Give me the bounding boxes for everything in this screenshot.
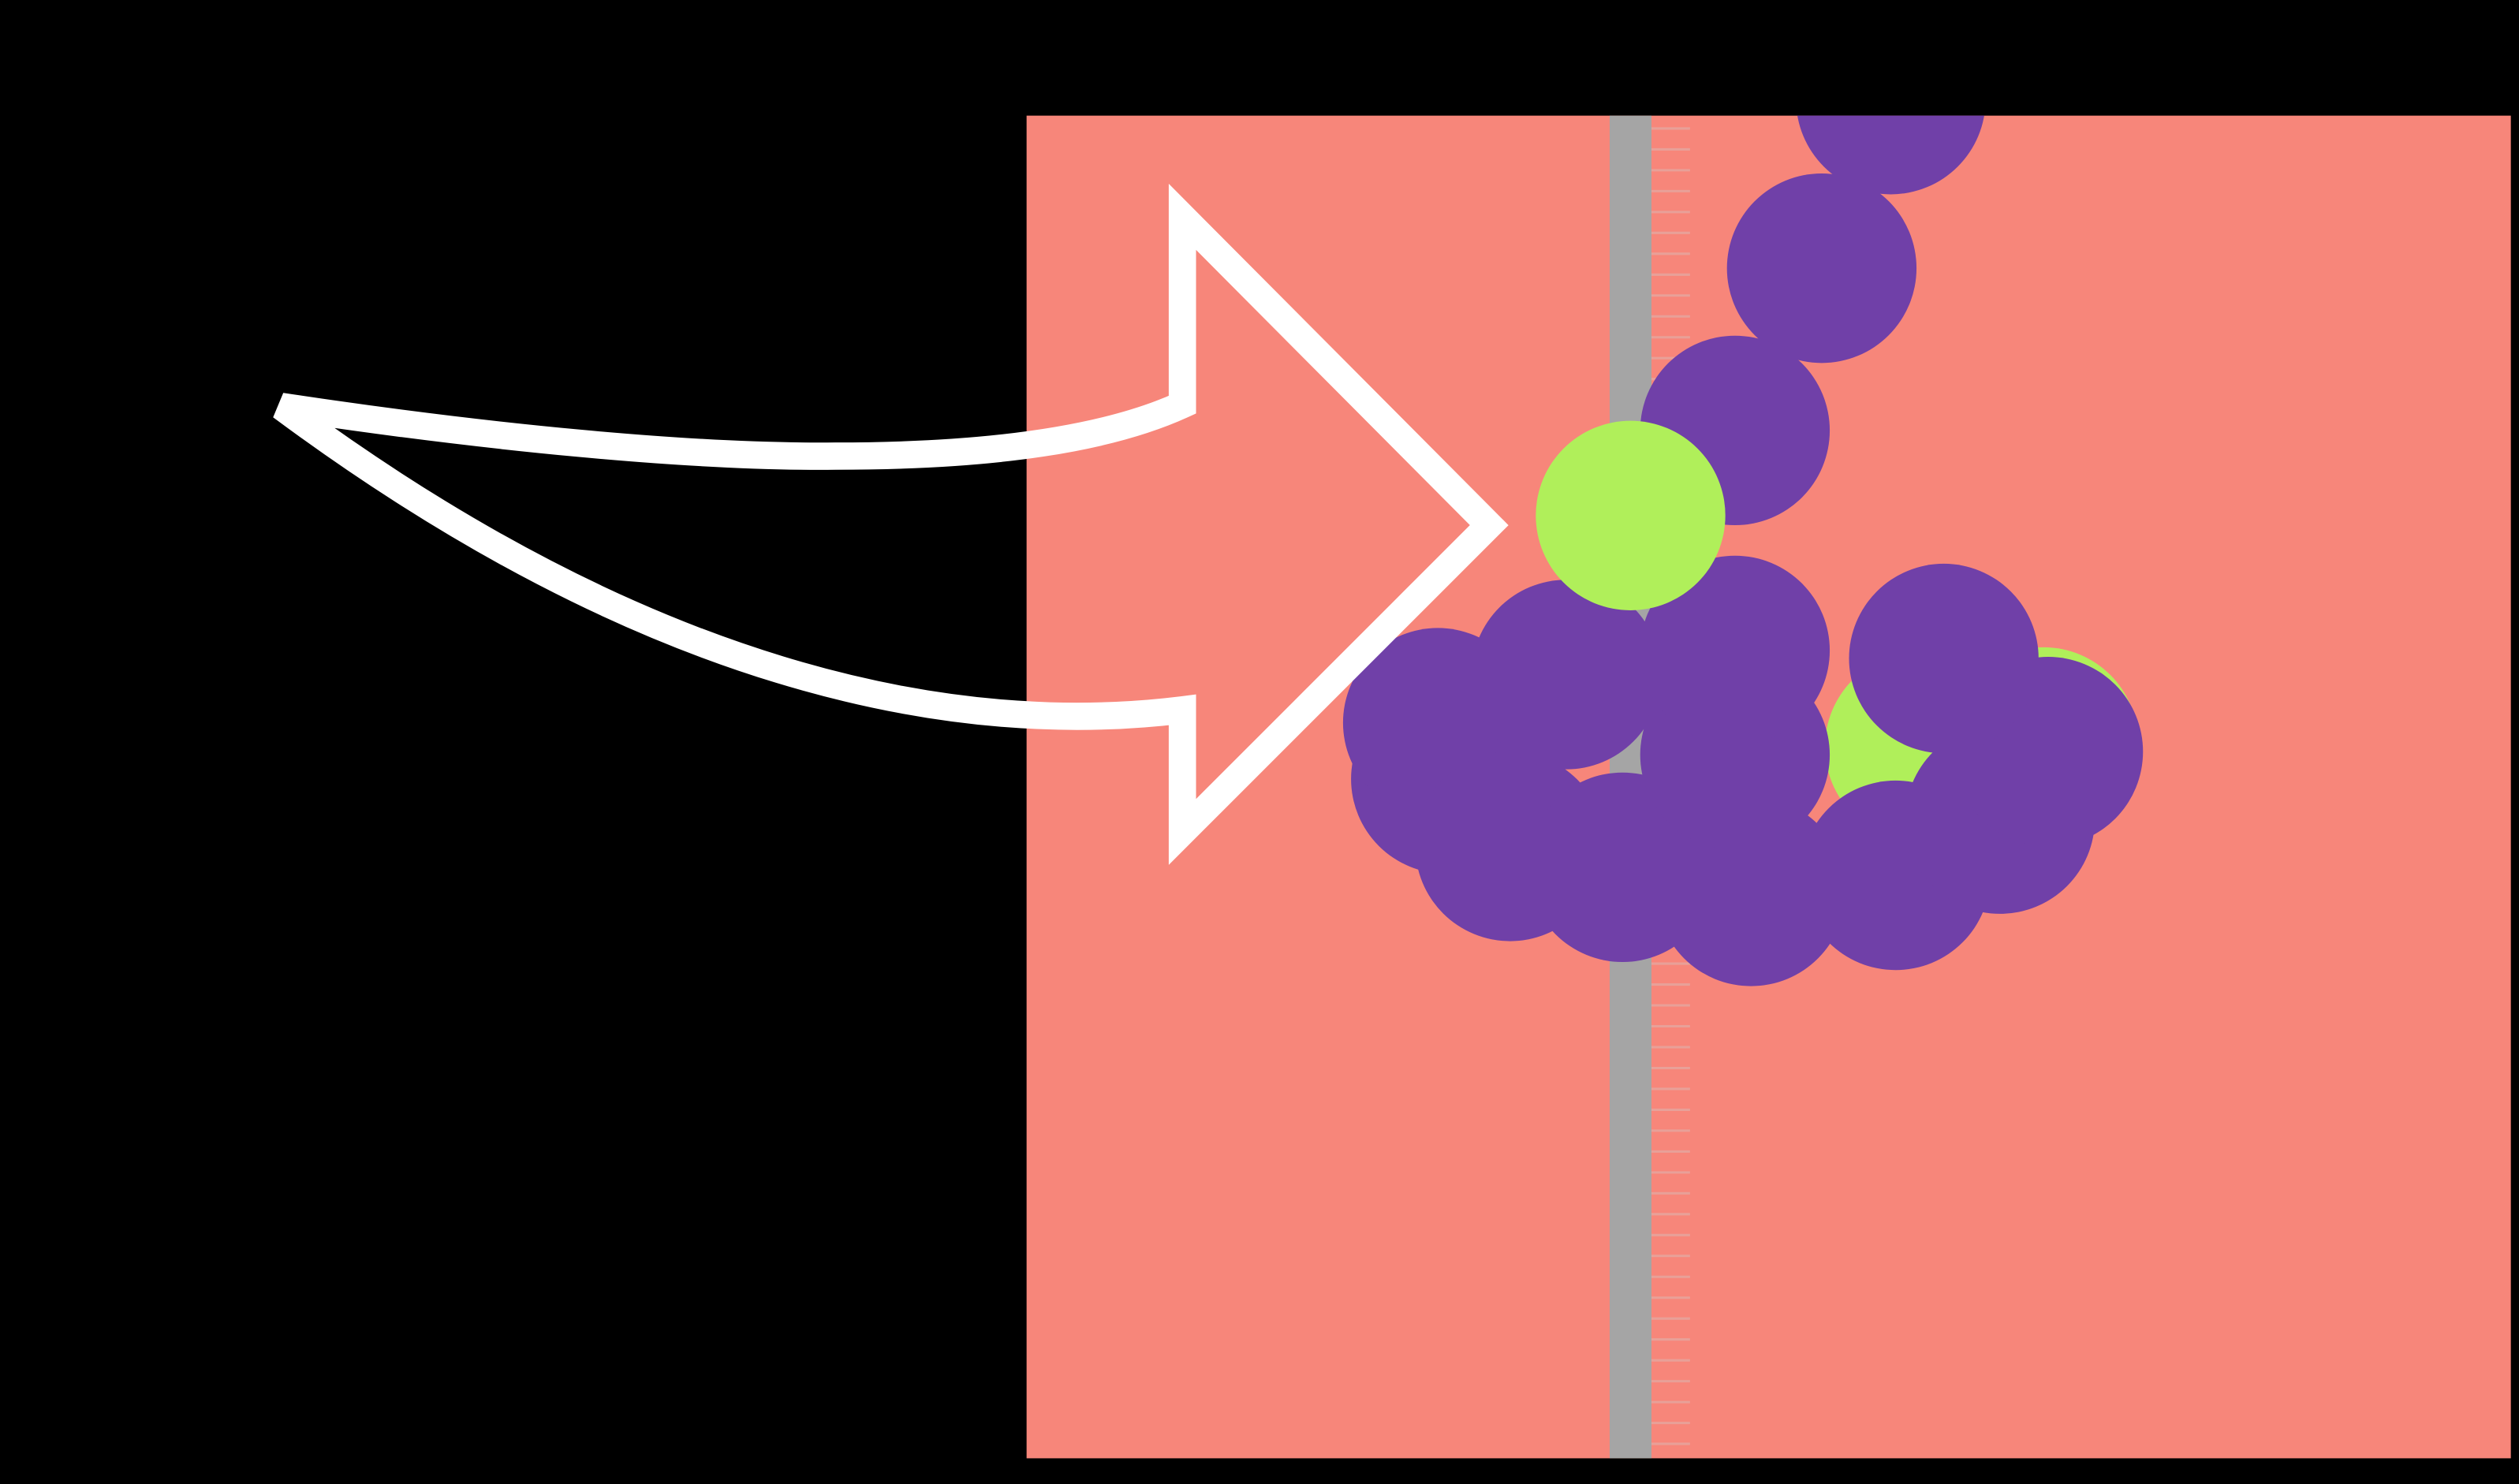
purple-ball[interactable]	[1726, 173, 1917, 364]
purple-ball[interactable]	[1471, 580, 1662, 770]
purple-ball[interactable]	[1640, 555, 1830, 746]
play-field[interactable]	[1026, 5, 2511, 1459]
purple-ball[interactable]	[1849, 563, 2039, 754]
purple-ball[interactable]	[1796, 5, 1985, 195]
green-ball[interactable]	[1536, 420, 1726, 610]
balls	[1342, 5, 2144, 986]
arrow-annotation-icon	[273, 184, 1509, 865]
